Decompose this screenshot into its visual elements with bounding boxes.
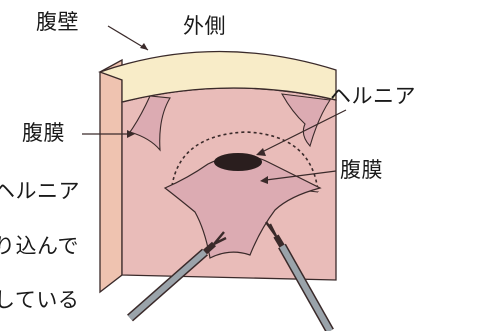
- description-line-2: り込んで: [0, 236, 79, 257]
- hernia-orifice: [214, 153, 262, 171]
- label-peritoneum-left: 腹膜: [22, 123, 65, 144]
- label-hernia: ヘルニア: [330, 86, 416, 107]
- label-outside: 外側: [183, 16, 226, 37]
- wall-side-face: [100, 60, 122, 292]
- label-abdominal-wall: 腹壁: [36, 12, 79, 33]
- label-peritoneum-right: 腹膜: [340, 160, 383, 181]
- description-line-1: ヘルニア: [0, 181, 80, 202]
- description-line-3: している: [0, 290, 79, 311]
